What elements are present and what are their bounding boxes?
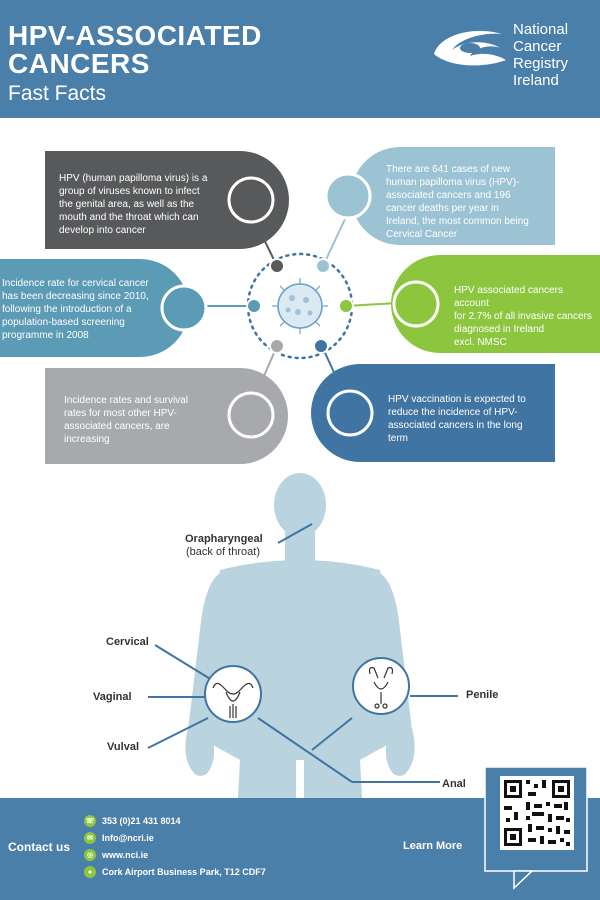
fact-6-shape [311, 364, 555, 462]
web-text: www.nci.ie [102, 850, 149, 860]
body-illustration [147, 473, 458, 798]
label-vaginal: Vaginal [93, 691, 132, 703]
contact-phone[interactable]: ☏ 353 (0)21 431 8014 [84, 814, 181, 828]
fact-4-shape [391, 255, 600, 353]
logo-line-1: National [513, 21, 569, 38]
logo-line-4: Ireland [513, 72, 559, 89]
globe-icon: ◎ [84, 849, 96, 861]
fact-5-shape [45, 368, 288, 464]
qr-code-icon [504, 780, 570, 846]
label-oropharyngeal: Orapharyngeal [185, 533, 263, 545]
label-anal: Anal [442, 778, 466, 790]
page-subtitle: Fast Facts [8, 82, 107, 105]
fact-3-shape [0, 259, 189, 357]
contact-email[interactable]: ✉ Info@ncri.ie [84, 831, 154, 845]
logo-line-3: Registry [513, 55, 569, 72]
label-cervical: Cervical [106, 636, 149, 648]
page-title: HPV-ASSOCIATED CANCERS [8, 22, 262, 78]
email-icon: ✉ [84, 832, 96, 844]
label-oropharyngeal-sub: (back of throat) [186, 546, 260, 558]
facts-graphic [0, 147, 600, 464]
phone-icon: ☏ [84, 815, 96, 827]
male-anatomy-icon [352, 657, 410, 715]
contact-web[interactable]: ◎ www.nci.ie [84, 848, 148, 862]
phone-text: 353 (0)21 431 8014 [102, 816, 181, 826]
contact-address: ● Cork Airport Business Park, T12 CDF7 [84, 865, 266, 879]
label-penile: Penile [466, 689, 499, 701]
email-text: Info@ncri.ie [102, 833, 154, 843]
qr-code-bubble[interactable] [484, 766, 588, 900]
location-pin-icon: ● [84, 866, 96, 878]
address-text: Cork Airport Business Park, T12 CDF7 [102, 867, 266, 877]
contact-us-heading: Contact us [8, 840, 71, 854]
fact-1-shape [45, 151, 289, 249]
learn-more-label: Learn More [403, 840, 463, 852]
virus-icon [272, 278, 328, 334]
fact-2-shape [351, 147, 555, 245]
logo-line-2: Cancer [513, 38, 562, 55]
label-vulval: Vulval [107, 741, 139, 753]
swirl-logo-icon [434, 30, 506, 66]
logo-text: National Cancer Registry Ireland [513, 21, 568, 89]
title-line-1: HPV-ASSOCIATED [8, 20, 262, 51]
title-line-2: CANCERS [8, 48, 150, 79]
